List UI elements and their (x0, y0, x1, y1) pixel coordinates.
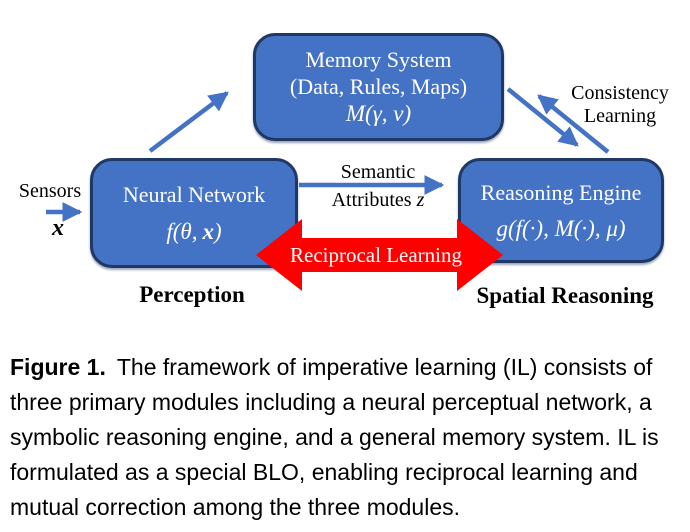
semantic-label-line1: Semantic (340, 161, 416, 183)
neural-network-formula: f(θ,x) (166, 219, 221, 245)
neural-to-memory-arrow (148, 91, 229, 153)
neural-formula-pre: f(θ, (166, 218, 198, 244)
reasoning-engine-box: Reasoning Engine g(f(·), M(·), μ) (458, 158, 664, 263)
reciprocal-learning-label: Reciprocal Learning (290, 243, 462, 267)
neural-formula-post: ) (213, 218, 222, 244)
perception-label: Perception (139, 282, 245, 307)
memory-system-title: Memory System (305, 47, 452, 72)
caption-text-1: The framework of imperative learning (IL… (116, 354, 653, 380)
reasoning-engine-formula: g(f(·), M(·), μ) (496, 215, 626, 241)
neural-network-box: Neural Network f(θ,x) (90, 158, 298, 268)
consistency-line2: Learning (583, 105, 657, 127)
sensors-variable: x (52, 215, 64, 241)
memory-system-subtitle: (Data, Rules, Maps) (289, 74, 468, 99)
caption-line: mutual correction among the three module… (10, 494, 461, 520)
spatial-reasoning-label: Spatial Reasoning (476, 283, 654, 308)
neural-network-title: Neural Network (122, 181, 266, 207)
neural-formula-x: x (202, 218, 214, 244)
consistency-learning-label: Consistency Learning (560, 82, 680, 128)
caption-line: Figure 1. The framework of imperative lea… (10, 350, 686, 385)
attributes-word: Attributes (331, 189, 412, 211)
reasoning-engine-title: Reasoning Engine (480, 179, 642, 205)
sensors-label: Sensors (18, 180, 82, 202)
semantic-label-line2: Attributes z (308, 189, 448, 212)
caption-line: symbolic reasoning engine, and a general… (10, 424, 659, 450)
figure-caption: Figure 1. The framework of imperative lea… (10, 350, 686, 525)
memory-system-box: Memory System (Data, Rules, Maps) M(γ, ν… (253, 33, 504, 141)
memory-system-formula: M(γ, ν) (345, 101, 412, 126)
caption-figure-label: Figure 1. (10, 354, 106, 380)
caption-line: formulated as a special BLO, enabling re… (10, 459, 638, 485)
attributes-variable: z (416, 189, 425, 211)
caption-line: three primary modules including a neural… (10, 389, 652, 415)
consistency-line1: Consistency (571, 82, 669, 104)
